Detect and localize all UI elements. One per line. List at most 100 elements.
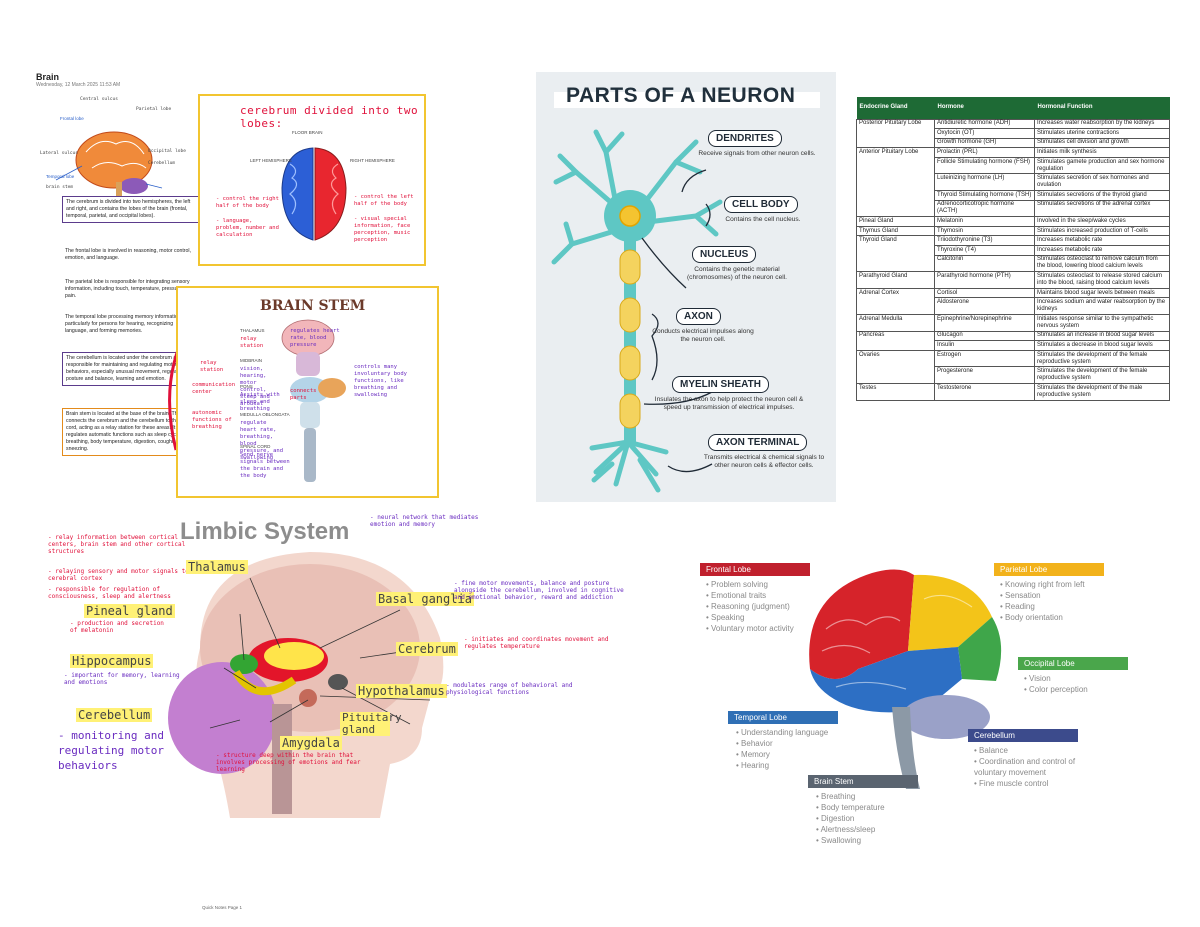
hormone-cell: Cortisol: [934, 287, 1035, 299]
gland-cell: Pineal Gland: [856, 216, 935, 227]
function-cell: Increases metabolic rate: [1034, 235, 1170, 247]
function-cell: Stimulates secretion of sex hormones and…: [1034, 173, 1170, 192]
endocrine-header-row: Endocrine Gland Hormone Hormonal Functio…: [856, 97, 1170, 119]
pons-label: PONS: [240, 384, 253, 389]
neuron-label-nucleus: NUCLEUS: [692, 246, 757, 263]
neuron-label-dendrites: DENDRITES: [708, 130, 782, 147]
function-cell: Initiates response similar to the sympat…: [1034, 314, 1170, 332]
sketch-label-central: Central sulcus: [80, 97, 118, 102]
neuron-desc-nucleus: Contains the genetic material (chromosom…: [686, 266, 788, 282]
hormone-cell: Epinephrine/Norepinephrine: [934, 314, 1035, 332]
note-cerebrum: The cerebrum is divided into two hemisph…: [62, 196, 200, 223]
gland-cell: Adrenal Medulla: [856, 314, 935, 332]
hormone-cell: Prolactin (PRL): [934, 147, 1035, 158]
brain-stem-diagram: [281, 319, 346, 482]
floor-brain-label: FLOOR BRAIN: [292, 130, 323, 135]
cerebellum-header: Cerebellum: [968, 729, 1078, 742]
neuron-desc-dendrites: Receive signals from other neuron cells.: [698, 150, 816, 157]
brainstem-item: Digestion: [816, 813, 885, 824]
gland-cell: Thyroid Gland: [856, 235, 935, 273]
cerebellum-list: Balance Coordination and control of volu…: [974, 745, 1094, 789]
left-tag-autonomic: autonomic functions of breathing: [192, 410, 232, 430]
frontal-item: Problem solving: [706, 579, 816, 590]
brainstem-item: Alertness/sleep: [816, 824, 885, 835]
left-tag-relay: relay station: [200, 360, 224, 373]
function-cell: Stimulates the development of the female…: [1034, 366, 1170, 384]
function-cell: Stimulates osteoclast to remove calcium …: [1034, 254, 1170, 273]
label-basal-ganglia: Basal ganglia: [376, 592, 474, 606]
function-cell: Involved in the sleep/wake cycles: [1034, 216, 1170, 227]
neuron-label-axon: AXON: [676, 308, 721, 325]
amygdala-note: - structure deep within the brain that i…: [216, 752, 361, 773]
brain-stem-title: BRAIN STEM: [260, 298, 366, 314]
sketch-label-lateral: Lateral sulcus: [40, 151, 78, 156]
function-cell: Initiates milk synthesis: [1034, 147, 1170, 158]
gland-cell: Anterior Pituitary Lobe: [856, 147, 935, 218]
hormone-cell: Insulin: [934, 340, 1035, 351]
hormone-cell: Follicle Stimulating hormone (FSH): [934, 156, 1035, 175]
brain-sketch: [55, 131, 163, 202]
pons-note: connects parts: [290, 388, 317, 401]
neuron-desc-myelin-sheath: Insulates the axon to help protect the n…: [654, 396, 804, 412]
hormone-cell: Oxytocin (OT): [934, 128, 1035, 139]
hormone-cell: Adrenocorticotropic hormone (ACTH): [934, 199, 1035, 218]
right-hemisphere-label: RIGHT HEMISPHERE: [350, 158, 395, 163]
label-amygdala: Amygdala: [280, 736, 342, 750]
brain-stem-card: BRAIN STEM THALAMUS relay station MIDBRA…: [176, 286, 439, 498]
cerebrum-title: cerebrum divided into two lobes:: [240, 104, 419, 130]
function-cell: Stimulates secretions of the adrenal cor…: [1034, 199, 1170, 218]
medulla-note: regulates heart rate, blood pressure: [290, 328, 340, 348]
neuron-label-axon-terminal: AXON TERMINAL: [708, 434, 808, 451]
function-cell: Stimulates osteoclast to release stored …: [1034, 271, 1170, 289]
cerebellum-item: Balance: [974, 745, 1094, 756]
occipital-item: Vision: [1024, 673, 1088, 684]
hormone-cell: Aldosterone: [934, 297, 1035, 315]
spinal-cord-desc: Send nerve signals between the brain and…: [240, 452, 290, 479]
gland-cell: Posterior Pituitary Lobe: [856, 118, 935, 149]
temporal-item: Understanding language: [736, 727, 828, 738]
left-hemisphere-label: LEFT HEMISPHERE: [250, 158, 292, 163]
temporal-lobe-list: Understanding language Behavior Memory H…: [736, 727, 828, 771]
label-pineal-gland: Pineal gland: [84, 604, 175, 618]
parietal-lobe-list: Knowing right from left Sensation Readin…: [1000, 579, 1085, 623]
occipital-item: Color perception: [1024, 684, 1088, 695]
header-gland: Endocrine Gland: [856, 97, 935, 119]
neuron-panel: PARTS OF A NEURON D: [536, 72, 836, 502]
basal-ganglia-note: - fine motor movements, balance and post…: [454, 580, 624, 601]
midbrain-label: MIDBRAIN: [240, 358, 263, 363]
medulla-label: MEDULLA OBLONGATA: [240, 412, 290, 417]
brain-lobes-panel: Frontal Lobe Problem solving Emotional t…: [688, 517, 1170, 873]
cerebellum-item: Fine muscle control: [974, 778, 1094, 789]
note-frontal: The frontal lobe is involved in reasonin…: [62, 246, 200, 264]
neuron-desc-cell-body: Contains the cell nucleus.: [725, 216, 801, 223]
neuron-desc-axon-terminal: Transmits electrical & chemical signals …: [703, 454, 825, 470]
endocrine-row: Adrenocorticotropic hormone (ACTH)Stimul…: [857, 199, 1170, 218]
hormone-cell: Triiodothyronine (T3): [934, 235, 1035, 247]
function-cell: Increases sodium and water reabsorption …: [1034, 297, 1170, 315]
brain-stem-header: Brain Stem: [808, 775, 918, 788]
cerebrum-card: cerebrum divided into two lobes: FLOOR B…: [198, 94, 426, 266]
function-cell: Stimulates an increase in blood sugar le…: [1034, 330, 1170, 342]
hormone-cell: Thyroxine (T4): [934, 245, 1035, 256]
hormone-cell: Progesterone: [934, 366, 1035, 384]
temporal-item: Behavior: [736, 738, 828, 749]
neuron-desc-axon: Conducts electrical impulses along the n…: [652, 328, 754, 344]
thalamus-note: relay station: [240, 336, 264, 349]
temporal-item: Memory: [736, 749, 828, 760]
notes-timestamp: Wednesday, 12 March 2025 11:53 AM: [36, 82, 121, 88]
label-thalamus: Thalamus: [186, 560, 248, 574]
function-cell: Maintains blood sugar levels between mea…: [1034, 287, 1170, 299]
endocrine-table-panel: Endocrine Gland Hormone Hormonal Functio…: [856, 97, 1170, 488]
frontal-item: Emotional traits: [706, 590, 816, 601]
brainstem-item: Swallowing: [816, 835, 885, 846]
endocrine-row: Follicle Stimulating hormone (FSH)Stimul…: [857, 156, 1170, 175]
left-hemisphere-note-1: - control the right half of the body: [216, 196, 279, 209]
